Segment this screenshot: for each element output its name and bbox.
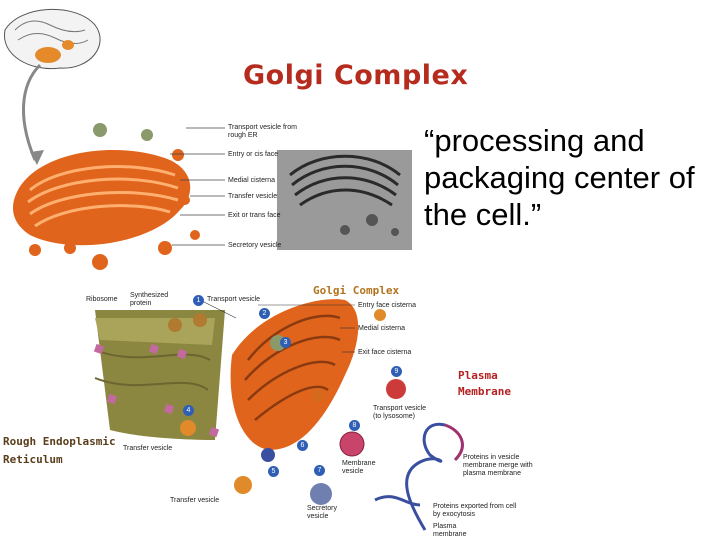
step-number: 2 [259,308,270,319]
label-entry-face-cisterna: Entry face cisterna [358,302,416,309]
label-secretory-vesicle: Secretory vesicle [228,242,282,249]
label-entry-cis-face: Entry or cis face [228,151,279,158]
golgi-micrograph [277,150,412,250]
label-medial-cisterna-bottom: Medial cisterna [358,325,406,332]
label-transfer-vesicle: Transfer vesicle [228,193,278,200]
golgi-body-bottom [180,299,406,505]
step-number: 3 [280,337,291,348]
label-medial-cisterna: Medial cisterna [228,177,276,184]
step-number: 6 [297,440,308,451]
label-transport-vesicle-rough-er: Transport vesicle from rough ER [228,124,297,139]
label-transfer-vesicle-bottom: Transfer vesicle [123,445,173,452]
step-number: 5 [268,466,279,477]
step-number: 1 [193,295,204,306]
bottom-title: Golgi Complex [313,284,400,297]
plasma-membrane-curve [374,422,464,531]
golgi-description-quote: “processing and packaging center of the … [424,123,695,232]
label-plasma-membrane: Plasma membrane [433,523,467,538]
label-proteins-merge: Proteins in vesicle membrane merge with … [463,454,533,477]
top-title: Golgi Complex [243,60,469,91]
label-ribosome: Ribosome [86,296,118,303]
golgi-stack-top [13,123,225,270]
step-number: 4 [183,405,194,416]
step-number: 7 [314,465,325,476]
label-transport-to-lysosome: Transport vesicle (to lysosome) [373,405,427,420]
label-exit-trans-face: Exit or trans face [228,212,281,219]
rough-er-title: Rough Endoplasmic Reticulum [3,435,116,466]
label-transport-vesicle: Transport vesicle [207,296,261,303]
label-membrane-vesicle: Membrane vesicle [342,460,376,475]
step-number: 9 [391,366,402,377]
label-proteins-exported: Proteins exported from cell by exocytosi… [433,503,517,518]
label-exit-face-cisterna: Exit face cisterna [358,349,412,356]
rough-er-block [93,310,225,440]
cell-sketch [4,8,101,165]
label-transfer-vesicle-2: Transfer vesicle [170,497,220,504]
plasma-membrane-title: Plasma Membrane [458,369,511,398]
step-number: 8 [349,420,360,431]
label-secretory-vesicle-bottom: Secretory vesicle [307,505,337,520]
label-synthesized-protein: Synthesized protein [130,292,169,307]
